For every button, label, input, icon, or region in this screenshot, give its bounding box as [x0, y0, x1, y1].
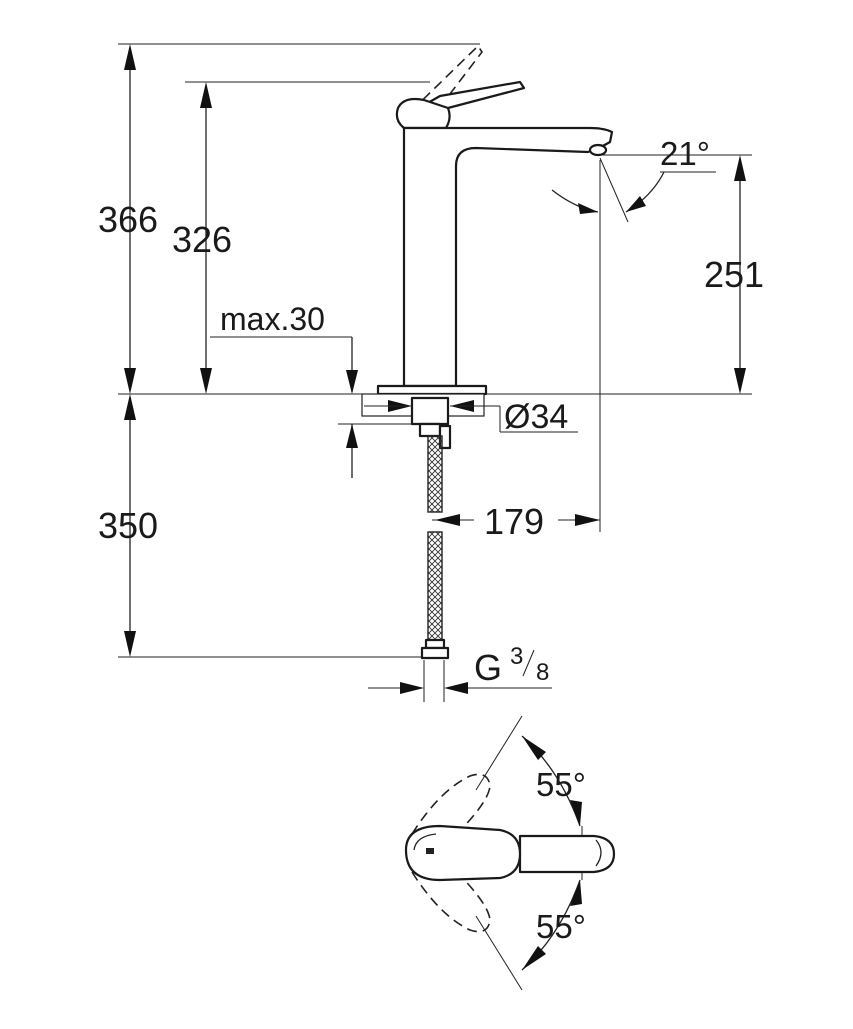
dimension-max30: max.30	[220, 301, 422, 478]
lever-raised-dashed	[399, 44, 483, 123]
label-366: 366	[98, 199, 158, 240]
aerator	[588, 143, 608, 157]
label-21-deg: 21°	[660, 135, 710, 172]
handle-dashed-lower	[411, 855, 491, 933]
fixing-nut	[410, 396, 450, 426]
angle-21: 21°	[551, 135, 716, 223]
hose-connector-nut	[420, 646, 450, 660]
spout-top	[518, 834, 616, 874]
top-view: 55° 55°	[404, 715, 616, 991]
dimension-179: 179	[432, 501, 600, 542]
handle-dashed-upper	[411, 773, 491, 851]
dimension-326: 326	[172, 82, 232, 394]
label-251: 251	[704, 254, 764, 295]
handle-top	[404, 824, 522, 882]
label-thread-denominator: 8	[536, 659, 549, 686]
label-max30: max.30	[220, 301, 325, 337]
base-plate	[376, 384, 488, 396]
column-and-spout	[402, 126, 614, 388]
swing-line-lower	[475, 915, 523, 991]
dimension-251: 251	[704, 155, 764, 394]
label-thread-numerator: 3	[510, 643, 523, 670]
hose-ferrule	[424, 638, 446, 650]
indicator-icon	[426, 848, 434, 854]
side-view: 366 326 max.30 251	[98, 43, 764, 702]
dimension-dia34: Ø34	[364, 398, 578, 436]
flex-hose-upper	[427, 435, 443, 513]
fixing-stud	[418, 422, 442, 438]
cartridge-cap	[395, 97, 451, 130]
label-179: 179	[484, 501, 544, 542]
dimension-350: 350	[98, 394, 158, 657]
label-55-lower: 55°	[536, 908, 586, 945]
label-55-upper: 55°	[536, 766, 586, 803]
label-350: 350	[98, 505, 158, 546]
dimension-thread: G 3 8	[368, 643, 552, 702]
label-326: 326	[172, 219, 232, 260]
faucet-body	[361, 44, 614, 660]
label-thread-g: G	[474, 647, 502, 688]
label-dia34: Ø34	[504, 398, 568, 436]
spout-outlet	[595, 839, 602, 867]
handle-edge	[413, 833, 437, 851]
swing-line-upper	[475, 715, 523, 791]
dimension-366: 366	[98, 44, 158, 394]
flex-hose-lower	[427, 531, 443, 641]
